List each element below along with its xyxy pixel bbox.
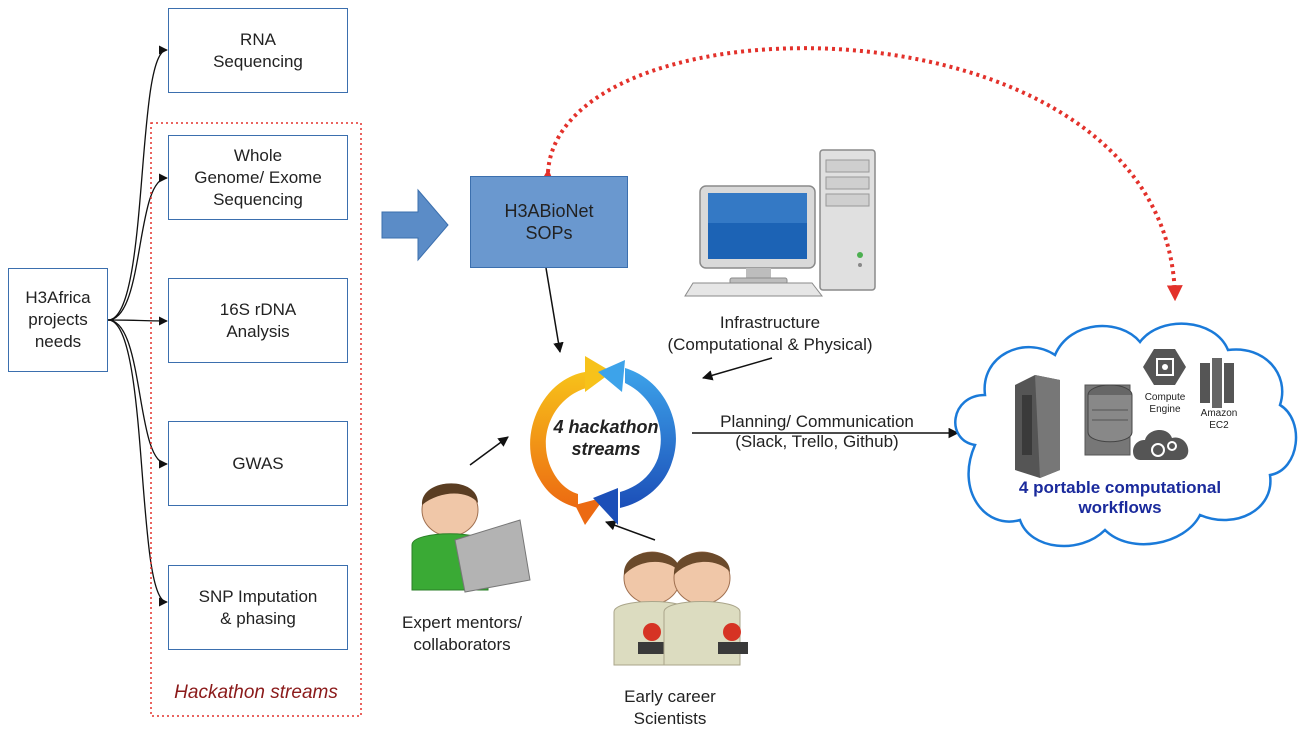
cloud-workflows-label: 4 portable computational workflows [1018, 478, 1222, 517]
connector-snp [107, 319, 168, 607]
h3africa-needs-box: H3Africa projects needs [8, 268, 108, 372]
arrow-mentor-to-cycle [469, 436, 509, 466]
connector-16s [107, 316, 168, 326]
person-laptop-icon [411, 483, 531, 593]
amazon-ec2-icon [1200, 358, 1234, 408]
block-arrow [381, 188, 449, 262]
mentors-label: Expert mentors/ collaborators [402, 613, 522, 654]
branch-connectors [107, 45, 168, 607]
arrow-infra-to-cycle [701, 357, 773, 381]
sop-label: H3ABioNet SOPs [504, 201, 594, 243]
stream-label: GWAS [232, 453, 284, 473]
hackathon-streams-group [150, 122, 362, 717]
scientists-label: Early career Scientists [624, 687, 716, 728]
stream-box-gwas: GWAS [168, 421, 348, 506]
stream-label: Whole Genome/ Exome Sequencing [194, 145, 322, 209]
connector-rna [107, 45, 168, 321]
stream-box-16s: 16S rDNA Analysis [168, 278, 348, 363]
amazon-ec2-label: Amazon EC2 [1200, 408, 1238, 431]
desktop-computer-icon [684, 149, 876, 297]
compute-engine-label: Compute Engine [1144, 392, 1186, 415]
sop-box: H3ABioNet SOPs [470, 176, 628, 268]
stream-label: 16S rDNA Analysis [219, 299, 297, 341]
database-icon [1084, 384, 1133, 456]
hackathon-streams-label: Hackathon streams [174, 682, 338, 703]
stream-label: RNA Sequencing [213, 29, 303, 71]
gears-cloud-icon [1133, 429, 1189, 460]
stream-box-wgs: Whole Genome/ Exome Sequencing [168, 135, 348, 220]
infrastructure-label: Infrastructure (Computational & Physical… [667, 313, 873, 354]
server-icon [1015, 375, 1060, 478]
arrow-sop-to-cycle [545, 267, 564, 354]
planning-label: Planning/ Communication (Slack, Trello, … [720, 412, 914, 451]
red-dotted-arc [539, 46, 1183, 302]
cycle-arrows-icon [530, 356, 676, 525]
cycle-label: 4 hackathon streams [553, 417, 659, 459]
compute-engine-icon [1143, 349, 1186, 385]
arrow-scientists-to-cycle [605, 520, 656, 541]
stream-box-rna: RNA Sequencing [168, 8, 348, 93]
connector-gwas [107, 319, 168, 469]
students-icon [613, 551, 748, 666]
stream-label: SNP Imputation & phasing [198, 586, 318, 628]
h3africa-needs-label: H3Africa projects needs [25, 288, 91, 351]
stream-box-snp: SNP Imputation & phasing [168, 565, 348, 650]
connector-wgs [107, 173, 168, 321]
